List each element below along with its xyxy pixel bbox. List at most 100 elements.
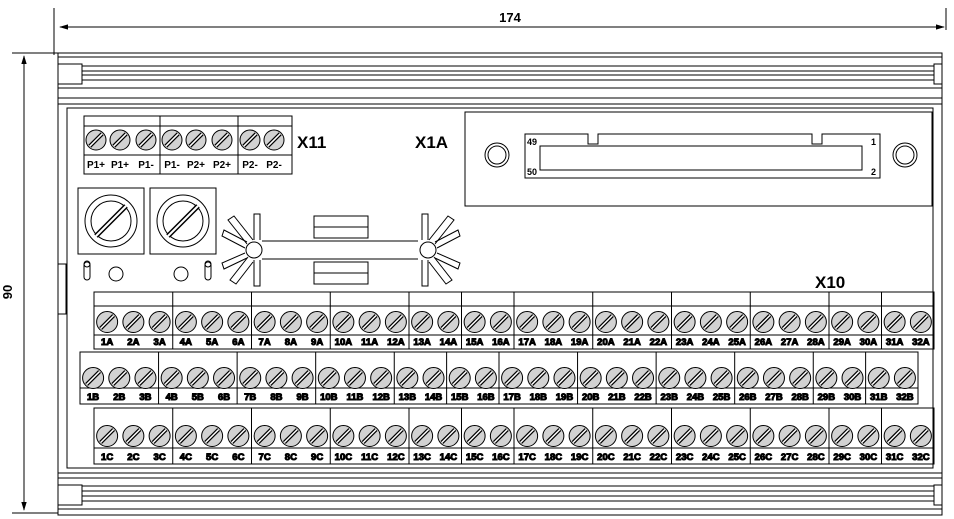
screw-terminal	[185, 129, 207, 151]
screw-terminal	[804, 425, 827, 447]
screw-terminal	[135, 129, 157, 151]
screw-terminal	[85, 129, 107, 151]
x11-terminal-block: P1+P1+P1-P1-P2+P2+P2-P2-	[83, 115, 293, 175]
terminal-label: P2-	[242, 160, 258, 171]
x11-label: X11	[297, 133, 326, 152]
terminal-label: 15C	[466, 452, 484, 463]
screw-terminal	[384, 425, 407, 447]
terminal-label: 26A	[755, 337, 773, 348]
screw-terminal	[279, 425, 302, 447]
height-dimension	[12, 52, 58, 514]
din-rail-top	[57, 56, 943, 105]
screw-terminal	[291, 367, 314, 389]
screw-terminal	[306, 311, 329, 333]
screw-terminal	[883, 425, 906, 447]
terminal-label: 6B	[218, 392, 230, 403]
screw-terminal	[909, 311, 932, 333]
screw-terminal	[831, 311, 854, 333]
screw-terminal	[343, 367, 366, 389]
x1a-connector	[464, 111, 933, 207]
screw-terminal	[553, 367, 576, 389]
screw-terminal	[778, 425, 801, 447]
terminal-label: 10C	[335, 452, 353, 463]
screw-terminal	[211, 129, 233, 151]
terminal-label: 3A	[154, 337, 166, 348]
screw-terminal	[448, 367, 471, 389]
terminal-label: 8C	[285, 452, 297, 463]
screw-terminal	[710, 367, 733, 389]
terminal-label: 4A	[180, 337, 192, 348]
terminal-label: P1-	[138, 160, 154, 171]
screw-terminal	[263, 129, 285, 151]
terminal-label: 8A	[285, 337, 297, 348]
screw-terminal	[422, 367, 445, 389]
screw-terminal	[463, 425, 486, 447]
screw-terminal	[384, 311, 407, 333]
screw-terminal	[726, 311, 749, 333]
width-dimension-label: 174	[499, 10, 521, 25]
screw-terminal	[647, 311, 670, 333]
screw-terminal	[411, 311, 434, 333]
screw-terminal	[831, 425, 854, 447]
terminal-label: 29A	[833, 337, 851, 348]
terminal-label: 7B	[244, 392, 256, 403]
terminal-label: 11B	[347, 392, 364, 403]
terminal-label: 5A	[206, 337, 218, 348]
screw-terminal	[474, 367, 497, 389]
terminal-label: 26B	[739, 392, 757, 403]
screw-terminal	[489, 311, 512, 333]
screw-terminal	[186, 367, 209, 389]
terminal-label: 5C	[206, 452, 218, 463]
terminal-label: 21C	[623, 452, 641, 463]
terminal-label: 25C	[728, 452, 746, 463]
screw-terminal	[174, 311, 197, 333]
terminal-label: P1+	[111, 160, 129, 171]
screw-terminal	[463, 311, 486, 333]
screw-terminal	[789, 367, 812, 389]
screw-terminal	[108, 367, 131, 389]
terminal-label: 31B	[870, 392, 888, 403]
screw-terminal	[867, 367, 890, 389]
screw-terminal	[605, 367, 628, 389]
screw-terminal	[699, 311, 722, 333]
screw-terminal	[317, 367, 340, 389]
terminal-label: 7C	[259, 452, 271, 463]
terminal-label: 27B	[765, 392, 783, 403]
screw-terminal	[332, 425, 355, 447]
terminal-label: 14A	[440, 337, 458, 348]
screw-terminal	[815, 367, 838, 389]
terminal-label: 16C	[492, 452, 510, 463]
screw-terminal	[883, 311, 906, 333]
screw-terminal	[594, 311, 617, 333]
terminal-label: 12A	[387, 337, 405, 348]
screw-terminal	[396, 367, 419, 389]
terminal-label: 23C	[676, 452, 694, 463]
terminal-label: 27A	[781, 337, 799, 348]
screw-terminal	[227, 425, 250, 447]
terminal-label: 29C	[833, 452, 851, 463]
terminal-label: 30B	[844, 392, 862, 403]
screw-terminal	[857, 425, 880, 447]
screw-terminal	[96, 425, 119, 447]
screw-terminal	[279, 311, 302, 333]
screw-terminal	[752, 425, 775, 447]
terminal-label: P1+	[87, 160, 105, 171]
screw-terminal	[306, 425, 329, 447]
screw-terminal	[804, 311, 827, 333]
screw-terminal	[542, 311, 565, 333]
terminal-label: 6C	[232, 452, 244, 463]
screw-terminal	[909, 425, 932, 447]
side-latch	[57, 263, 67, 315]
terminal-label: 16B	[477, 392, 495, 403]
terminal-label: 19C	[571, 452, 589, 463]
terminal-label: 18C	[545, 452, 563, 463]
screw-terminal	[370, 367, 393, 389]
terminal-label: 4C	[180, 452, 192, 463]
screw-terminal	[174, 425, 197, 447]
terminal-label: 18B	[530, 392, 548, 403]
potentiometer-right	[149, 187, 217, 255]
screw-terminal	[684, 367, 707, 389]
